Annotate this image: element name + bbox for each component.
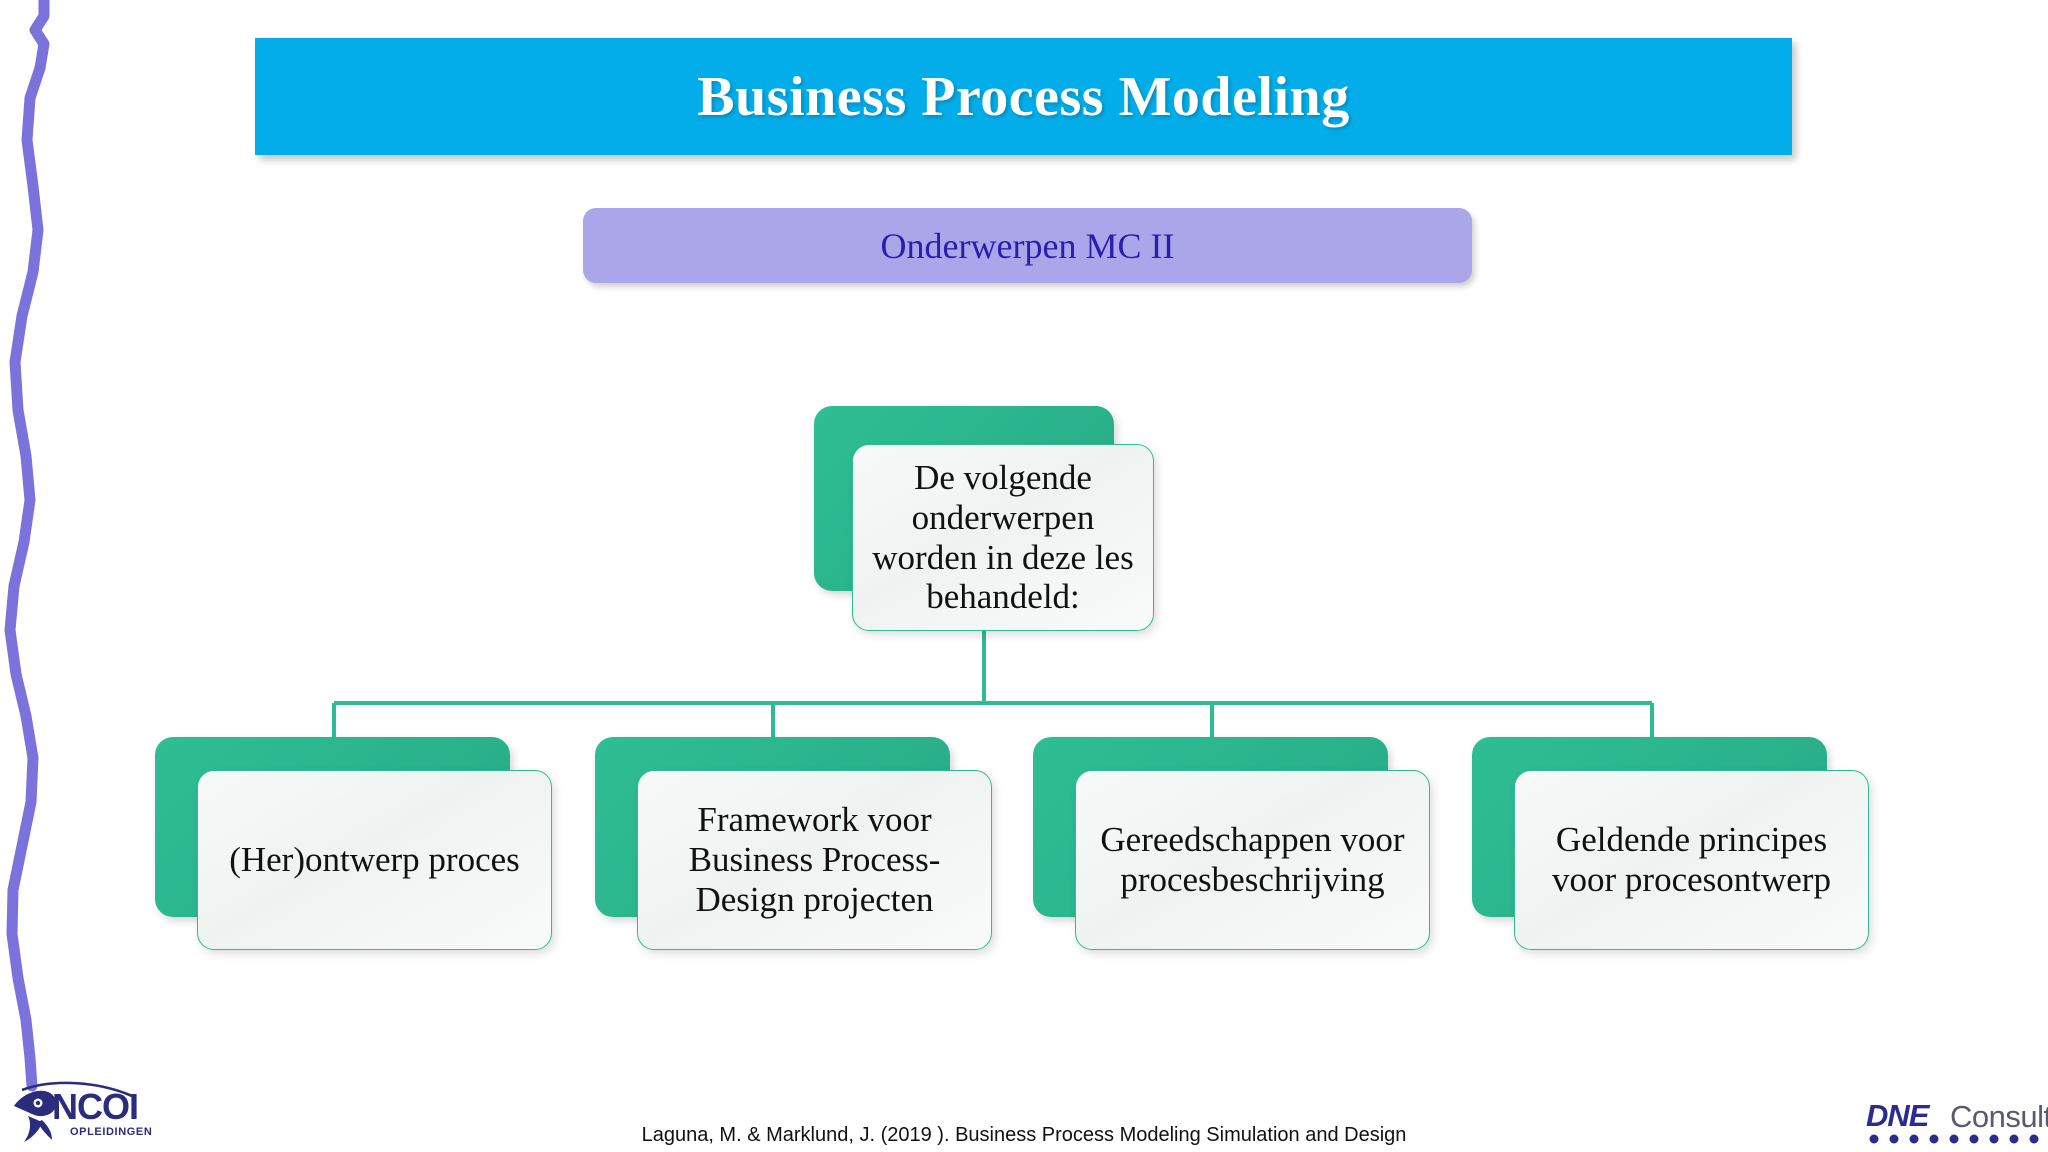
node-child-3[interactable]: Gereedschappen voor procesbeschrijving (1033, 737, 1430, 950)
node-child-1[interactable]: (Her)ontwerp proces (155, 737, 552, 950)
dne-wordmark: DNE (1866, 1098, 1929, 1133)
node-child-3-label: Gereedschappen voor procesbeschrijving (1100, 820, 1405, 899)
slide-subtitle-banner: Onderwerpen MC II (583, 208, 1472, 283)
node-child-2[interactable]: Framework voor Business Process-Design p… (595, 737, 992, 950)
node-root-card: De volgende onderwerpen worden in deze l… (852, 444, 1154, 631)
slide-title-banner: Business Process Modeling (255, 38, 1792, 155)
ncoi-logo: NCOI OPLEIDINGEN (8, 1080, 168, 1146)
ncoi-tagline: OPLEIDINGEN (70, 1126, 153, 1138)
decorative-squiggle-icon (4, 0, 50, 1092)
node-child-2-label: Framework voor Business Process-Design p… (688, 800, 941, 919)
node-child-2-card: Framework voor Business Process-Design p… (637, 770, 992, 950)
page-title: Business Process Modeling (697, 65, 1350, 128)
node-child-4[interactable]: Geldende principes voor procesontwerp (1472, 737, 1869, 950)
dne-consult-logo: DNE Consult (1866, 1098, 2048, 1148)
dne-dots-icon (1869, 1134, 2039, 1144)
node-root[interactable]: De volgende onderwerpen worden in deze l… (814, 406, 1154, 631)
node-child-4-label: Geldende principes voor procesontwerp (1552, 820, 1831, 899)
dne-consult-word: Consult (1950, 1099, 2048, 1134)
source-citation: Laguna, M. & Marklund, J. (2019 ). Busin… (641, 1124, 1407, 1146)
node-child-4-card: Geldende principes voor procesontwerp (1514, 770, 1869, 950)
node-child-1-card: (Her)ontwerp proces (197, 770, 552, 950)
subtitle-label: Onderwerpen MC II (880, 225, 1175, 266)
node-child-1-label: (Her)ontwerp proces (229, 840, 520, 880)
node-root-label: De volgende onderwerpen worden in deze l… (872, 457, 1134, 617)
ncoi-wordmark: NCOI (52, 1086, 139, 1127)
ncoi-bird-icon (14, 1081, 133, 1142)
node-child-3-card: Gereedschappen voor procesbeschrijving (1075, 770, 1430, 950)
